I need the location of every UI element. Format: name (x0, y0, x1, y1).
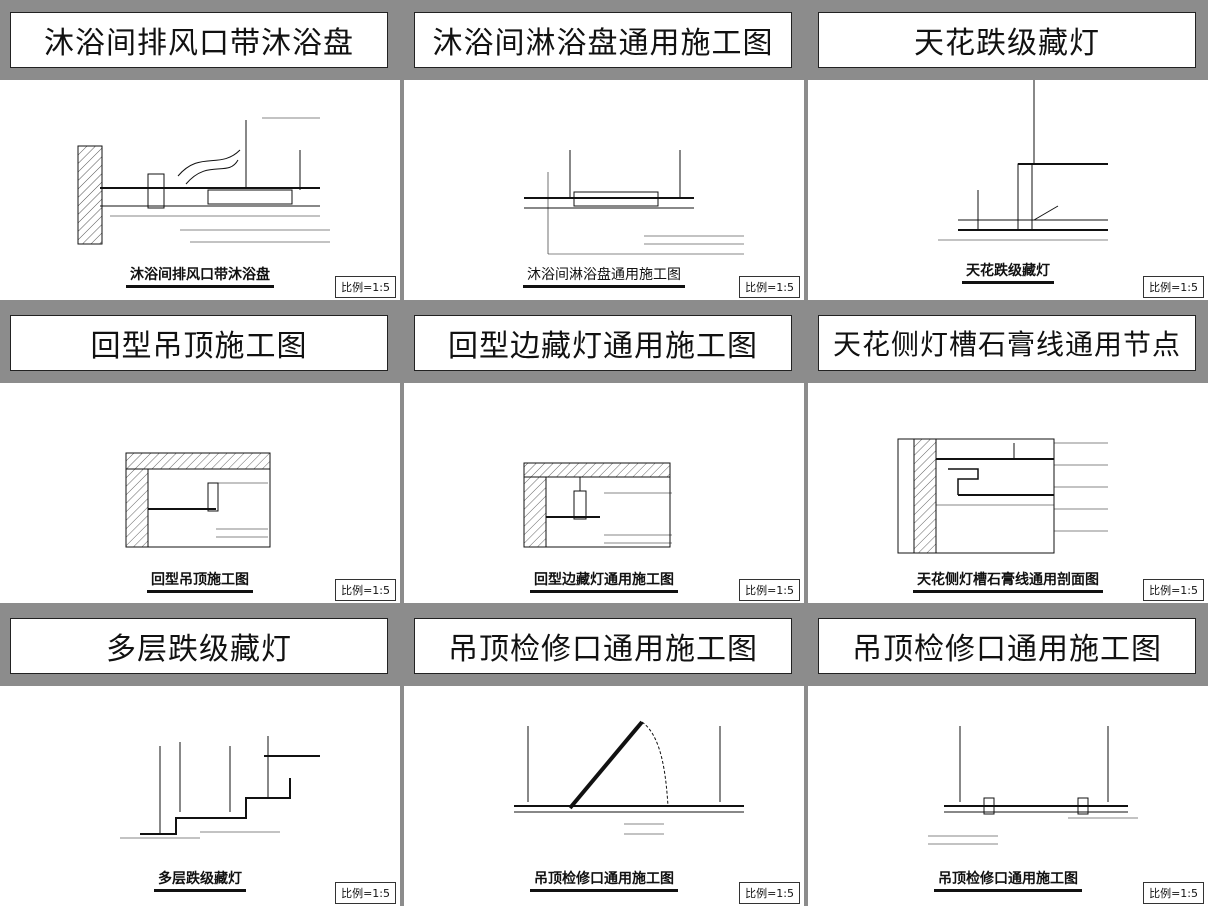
panel-title: 沐浴间淋浴盘通用施工图 (414, 12, 792, 68)
section-drawing (938, 80, 1108, 241)
panel-body: 天花侧灯槽石膏线通用剖面图 比例=1:5 (808, 383, 1208, 603)
scale-label: 比例=1:5 (1143, 882, 1204, 904)
section-drawing (77, 117, 330, 245)
panel-body: 沐浴间排风口带沐浴盘 比例=1:5 (0, 80, 400, 300)
panel-2[interactable]: 沐浴间淋浴盘通用施工图 沐浴间淋浴盘通用施工图 比例=1:5 (404, 0, 804, 300)
panel-4[interactable]: 回型吊顶施工图 回型吊顶施工图 比例=1:5 (0, 303, 400, 603)
panel-6[interactable]: 天花侧灯槽石膏线通用节点 天 (808, 303, 1208, 603)
panel-body: 沐浴间淋浴盘通用施工图 比例=1:5 (404, 80, 804, 300)
section-drawing (514, 720, 744, 835)
panel-body: 回型边藏灯通用施工图 比例=1:5 (404, 383, 804, 603)
panel-title: 吊顶检修口通用施工图 (818, 618, 1196, 674)
scale-label: 比例=1:5 (739, 579, 800, 601)
panel-title: 天花侧灯槽石膏线通用节点 (818, 315, 1196, 371)
panel-3[interactable]: 天花跌级藏灯 天花跌级藏灯 比例=1:5 (808, 0, 1208, 300)
scale-label: 比例=1:5 (739, 276, 800, 298)
panel-title: 吊顶检修口通用施工图 (414, 618, 792, 674)
scale-label: 比例=1:5 (1143, 579, 1204, 601)
drawing-caption: 回型边藏灯通用施工图 (404, 569, 804, 593)
panel-body: 吊顶检修口通用施工图 比例=1:5 (404, 686, 804, 906)
panel-title: 多层跌级藏灯 (10, 618, 388, 674)
drawing-caption: 吊顶检修口通用施工图 (404, 868, 804, 892)
panel-title: 天花跌级藏灯 (818, 12, 1196, 68)
panel-5[interactable]: 回型边藏灯通用施工图 回型边藏灯通用施工图 比例=1:5 (404, 303, 804, 603)
scale-label: 比例=1:5 (1143, 276, 1204, 298)
panel-title: 回型边藏灯通用施工图 (414, 315, 792, 371)
drawing-caption: 天花跌级藏灯 (808, 260, 1208, 284)
drawing-caption: 吊顶检修口通用施工图 (808, 868, 1208, 892)
panel-body: 回型吊顶施工图 比例=1:5 (0, 383, 400, 603)
scale-label: 比例=1:5 (739, 882, 800, 904)
panel-body: 吊顶检修口通用施工图 比例=1:5 (808, 686, 1208, 906)
section-drawing (897, 438, 1108, 554)
panel-body: 天花跌级藏灯 比例=1:5 (808, 80, 1208, 300)
section-drawing (120, 736, 320, 839)
drawing-caption: 沐浴间淋浴盘通用施工图 (404, 264, 804, 288)
panel-9[interactable]: 吊顶检修口通用施工图 吊顶检修口通用施工图 比例=1:5 (808, 606, 1208, 906)
drawing-caption: 沐浴间排风口带沐浴盘 (0, 264, 400, 288)
section-drawing (125, 452, 271, 548)
panel-title: 沐浴间排风口带沐浴盘 (10, 12, 388, 68)
drawing-caption: 多层跌级藏灯 (0, 868, 400, 892)
section-drawing (928, 726, 1138, 845)
scale-label: 比例=1:5 (335, 579, 396, 601)
drawing-caption: 天花侧灯槽石膏线通用剖面图 (808, 569, 1208, 593)
scale-label: 比例=1:5 (335, 882, 396, 904)
section-drawing (524, 150, 744, 255)
drawing-caption: 回型吊顶施工图 (0, 569, 400, 593)
scale-label: 比例=1:5 (335, 276, 396, 298)
panel-body: 多层跌级藏灯 比例=1:5 (0, 686, 400, 906)
section-drawing (523, 462, 672, 548)
panel-title: 回型吊顶施工图 (10, 315, 388, 371)
panel-7[interactable]: 多层跌级藏灯 多层跌级藏灯 比例=1:5 (0, 606, 400, 906)
panel-8[interactable]: 吊顶检修口通用施工图 吊顶检修口通用施工图 比例=1:5 (404, 606, 804, 906)
panel-1[interactable]: 沐浴间排风口带沐浴盘 (0, 0, 400, 300)
